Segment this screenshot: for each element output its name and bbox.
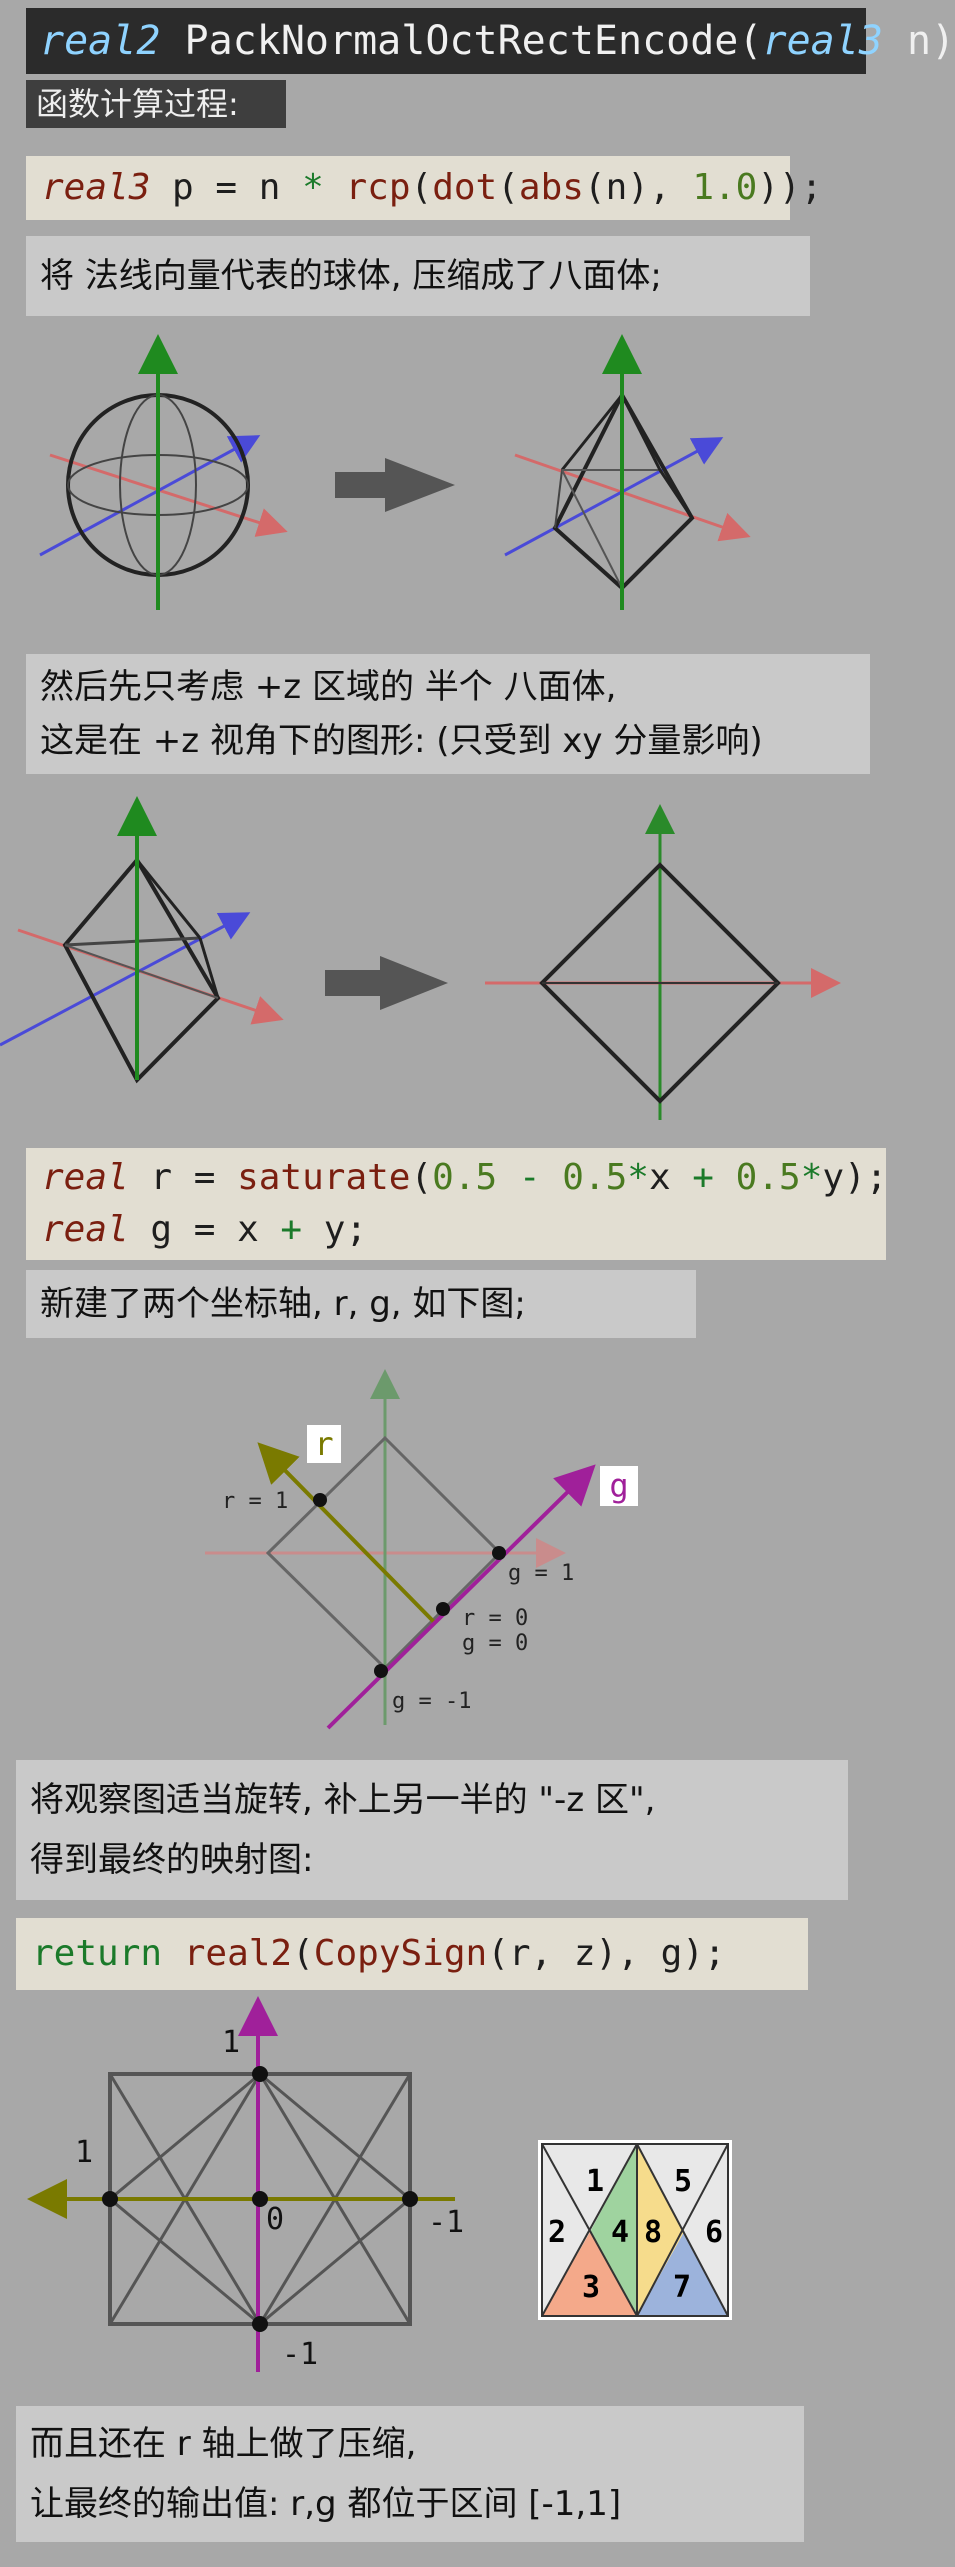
code-token: 0.5 [562, 1157, 628, 1198]
code-token: * [800, 1157, 823, 1198]
code-token: saturate [237, 1157, 411, 1198]
code-token: + [692, 1157, 714, 1198]
code-token: ( [497, 167, 519, 208]
code-token: x [648, 1157, 693, 1198]
title-arg: n) [882, 18, 955, 64]
note-2: 然后先只考虑 +z 区域的 半个 八面体, 这是在 +z 视角下的图形: (只受… [26, 654, 870, 774]
page-title: real2 PackNormalOctRectEncode(real3 n) [26, 8, 955, 74]
sphere-icon [39, 334, 288, 610]
code-token: g = x [128, 1209, 281, 1250]
note-5-line-2: 让最终的输出值: r,g 都位于区间 [-1,1] [30, 2484, 622, 2524]
octant-4-label: 4 [611, 2215, 629, 2250]
note-2-line-2: 这是在 +z 视角下的图形: (只受到 xy 分量影响) [40, 721, 763, 761]
top-view-diamond-icon [485, 804, 841, 1120]
code-token: )); [757, 167, 823, 208]
code-token: real [42, 1209, 129, 1250]
code-token: return [32, 1933, 163, 1974]
octant-legend-icon: 1 2 3 4 5 6 7 8 [538, 2140, 732, 2320]
title-arg-type: real3 [762, 18, 883, 64]
code-block-3: return real2(CopySign(r, z), g); [16, 1918, 808, 1990]
octant-1-label: 1 [586, 2164, 604, 2199]
code-token: ( [410, 167, 433, 208]
code-token: rcp [345, 167, 411, 208]
title-type: real2 [40, 18, 161, 64]
code-token: 0.5 [735, 1157, 801, 1198]
code-line: real g = x + y; [42, 1204, 870, 1256]
code-block-1: real3 p = n * rcp(dot(abs(n), 1.0)); [26, 156, 822, 220]
right-arrow-icon [325, 956, 448, 1010]
code-token: dot [432, 167, 498, 208]
code-token: 1.0 [692, 167, 758, 208]
g1-label: g = 1 [508, 1561, 574, 1586]
center-label: 0 [266, 2202, 284, 2237]
code-token: ( [410, 1157, 433, 1198]
code-token: y; [302, 1209, 368, 1250]
left-label: 1 [75, 2135, 93, 2170]
note-5: 而且还在 r 轴上做了压缩, 让最终的输出值: r,g 都位于区间 [-1,1] [16, 2406, 804, 2542]
note-4: 将观察图适当旋转, 补上另一半的 "-z 区", 得到最终的映射图: [16, 1760, 848, 1900]
code-token: ( [292, 1933, 314, 1974]
half-octahedron-figure [0, 796, 841, 1120]
note-2-line-1: 然后先只考虑 +z 区域的 半个 八面体, [40, 667, 617, 707]
code-token: CopySign [313, 1933, 488, 1974]
code-token: * [627, 1157, 649, 1198]
r0-label: r = 0 [462, 1606, 528, 1631]
r-axis-label: r [314, 1425, 333, 1463]
note-4-line-1: 将观察图适当旋转, 补上另一半的 "-z 区", [30, 1780, 656, 1820]
octant-7-label: 7 [673, 2270, 691, 2305]
code-token: real3 [42, 167, 151, 208]
code-token: p = n [150, 167, 303, 208]
note-5-line-1: 而且还在 r 轴上做了压缩, [30, 2424, 417, 2464]
r1-label: r = 1 [222, 1489, 288, 1514]
code-block-2: real r = saturate(0.5 - 0.5*x + 0.5*y); … [26, 1148, 887, 1260]
code-token: y); [822, 1157, 888, 1198]
note-4-line-2: 得到最终的映射图: [30, 1840, 314, 1880]
title-rest: PackNormalOctRectEncode( [160, 18, 763, 64]
octant-6-label: 6 [705, 2215, 723, 2250]
code-token: real2 [183, 1933, 293, 1974]
octahedron-icon [504, 334, 751, 610]
g0-label: g = 0 [462, 1631, 528, 1656]
code-token: real [42, 1157, 129, 1198]
gm1-label: g = -1 [392, 1689, 471, 1714]
final-mapping-figure: 1 1 0 -1 -1 1 2 3 4 5 6 7 8 [27, 1996, 732, 2372]
octant-5-label: 5 [674, 2164, 692, 2199]
subtitle: 函数计算过程: [26, 80, 286, 128]
note-3: 新建了两个坐标轴, r, g, 如下图; [26, 1270, 696, 1338]
code-token [162, 1933, 184, 1974]
code-token [714, 1157, 736, 1198]
sphere-to-octahedron-figure [39, 334, 751, 610]
code-line: real r = saturate(0.5 - 0.5*x + 0.5*y); [42, 1152, 887, 1204]
note-1: 将 法线向量代表的球体, 压缩成了八面体; [26, 236, 810, 316]
top-label: 1 [222, 2025, 240, 2060]
octant-2-label: 2 [548, 2215, 566, 2250]
code-token: - [497, 1157, 563, 1198]
octant-3-label: 3 [582, 2270, 600, 2305]
half-octahedron-icon [0, 796, 284, 1084]
bottom-label: -1 [282, 2337, 318, 2372]
code-token: 0.5 [432, 1157, 498, 1198]
rg-axes-figure: r g r = 1 g = 1 r = 0 g = 0 g = -1 [205, 1369, 638, 1730]
code-token: (n), [583, 167, 693, 208]
code-token: (r, z), g); [487, 1933, 726, 1974]
code-token: + [280, 1209, 303, 1250]
code-token [324, 167, 346, 208]
right-arrow-icon [335, 458, 455, 512]
right-label: -1 [428, 2205, 464, 2240]
octant-8-label: 8 [644, 2215, 662, 2250]
g-axis-label: g [609, 1467, 628, 1505]
code-token: r = [128, 1157, 238, 1198]
code-token: abs [518, 167, 584, 208]
code-token: * [302, 167, 324, 208]
